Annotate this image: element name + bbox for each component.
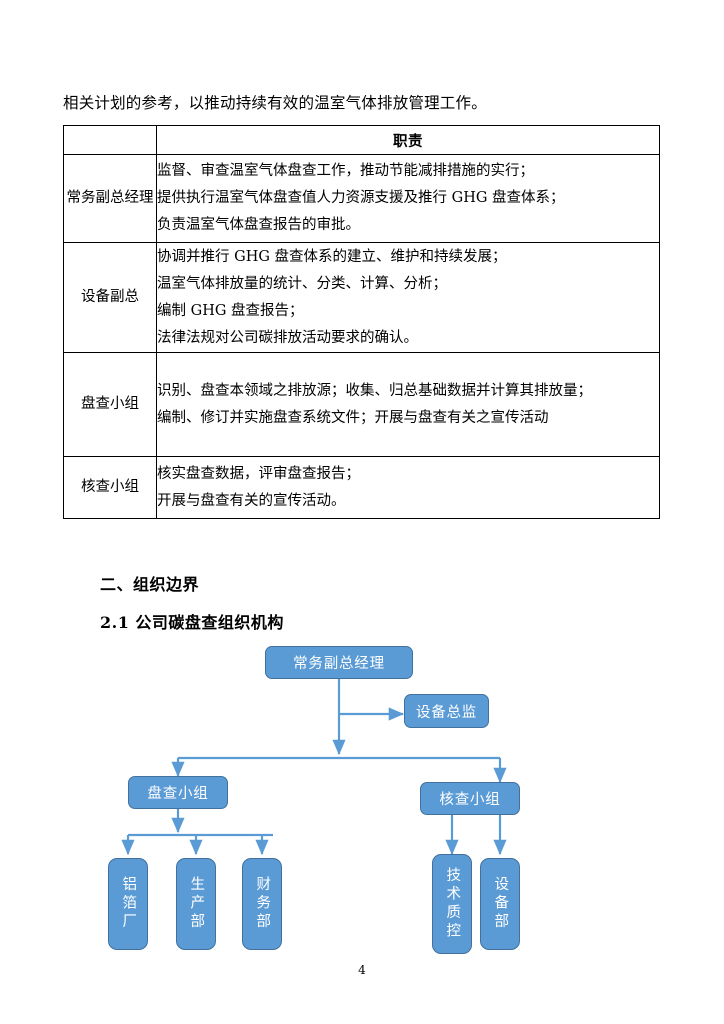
- duty-line: 编制、修订并实施盘查系统文件；开展与盘查有关之宣传活动: [157, 409, 549, 426]
- duty-cell: 协调并推行 GHG 盘查体系的建立、维护和持续发展； 温室气体排放量的统计、分类…: [156, 242, 660, 353]
- table-row: 设备副总 协调并推行 GHG 盘查体系的建立、维护和持续发展； 温室气体排放量的…: [63, 242, 660, 353]
- duty-line: 开展与盘查有关的宣传活动。: [157, 492, 346, 509]
- responsibility-table: 职责 常务副总经理 监督、审查温室气体盘查工作，推动节能减排措施的实行； 提供执…: [63, 125, 660, 519]
- duty-line: 温室气体排放量的统计、分类、计算、分析；: [157, 275, 447, 292]
- table-row: 常务副总经理 监督、审查温室气体盘查工作，推动节能减排措施的实行； 提供执行温室…: [63, 154, 660, 243]
- org-node-label: 常务副总经理: [293, 656, 385, 672]
- org-node-equipment-dept[interactable]: 设备部: [480, 858, 520, 950]
- org-node-deputy-general-manager[interactable]: 常务副总经理: [265, 646, 413, 679]
- duty-line: 核实盘查数据，评审盘查报告；: [157, 465, 360, 482]
- duty-line: 监督、审查温室气体盘查工作，推动节能减排措施的实行；: [157, 163, 534, 179]
- section-heading: 二、组织边界: [100, 575, 200, 594]
- table-header-duty: 职责: [156, 125, 660, 155]
- subsection-heading: 2.1 公司碳盘查组织机构: [100, 613, 284, 632]
- duty-line: 提供执行温室气体盘查值人力资源支援及推行 GHG 盘查体系；: [157, 190, 565, 206]
- intro-paragraph: 相关计划的参考，以推动持续有效的温室气体排放管理工作。: [63, 94, 487, 112]
- org-node-label: 核查小组: [439, 792, 501, 808]
- org-node-label: 设备部: [492, 876, 509, 932]
- org-node-finance-dept[interactable]: 财务部: [242, 858, 282, 950]
- org-node-label: 生产部: [188, 876, 205, 932]
- duty-cell: 识别、盘查本领域之排放源；收集、归总基础数据并计算其排放量； 编制、修订并实施盘…: [156, 352, 660, 457]
- duty-cell: 核实盘查数据，评审盘查报告； 开展与盘查有关的宣传活动。: [156, 456, 660, 519]
- duty-line: 协调并推行 GHG 盘查体系的建立、维护和持续发展；: [157, 248, 507, 265]
- duty-cell: 监督、审查温室气体盘查工作，推动节能减排措施的实行； 提供执行温室气体盘查值人力…: [156, 154, 660, 243]
- duty-line: 负责温室气体盘查报告的审批。: [157, 217, 360, 233]
- org-node-inventory-team[interactable]: 盘查小组: [128, 776, 228, 809]
- org-chart: 常务副总经理 设备总监 盘查小组 核查小组 铝箔厂 生产部 财务部 技术质控 设…: [0, 636, 724, 966]
- role-cell: 常务副总经理: [63, 154, 157, 243]
- duty-line: 法律法规对公司碳排放活动要求的确认。: [157, 329, 418, 346]
- org-node-label: 技术质控: [444, 867, 461, 941]
- table-row: 盘查小组 识别、盘查本领域之排放源；收集、归总基础数据并计算其排放量； 编制、修…: [63, 352, 660, 457]
- table-row: 核查小组 核实盘查数据，评审盘查报告； 开展与盘查有关的宣传活动。: [63, 456, 660, 519]
- org-chart-connectors: [121, 678, 507, 856]
- org-node-production-dept[interactable]: 生产部: [176, 858, 216, 950]
- org-node-label: 盘查小组: [147, 786, 209, 802]
- table-header-blank: [63, 125, 157, 155]
- page-number: 4: [358, 963, 366, 977]
- duty-line: 编制 GHG 盘查报告；: [157, 302, 304, 319]
- org-node-aluminum-foil-plant[interactable]: 铝箔厂: [108, 858, 148, 950]
- role-cell: 设备副总: [63, 242, 157, 353]
- org-node-verification-team[interactable]: 核查小组: [420, 782, 520, 815]
- org-node-label: 铝箔厂: [120, 876, 137, 932]
- org-node-technical-quality-control[interactable]: 技术质控: [432, 854, 472, 954]
- org-node-equipment-director[interactable]: 设备总监: [404, 694, 489, 728]
- table-header-row: 职责: [63, 125, 660, 155]
- duty-line: 识别、盘查本领域之排放源；收集、归总基础数据并计算其排放量；: [157, 382, 592, 399]
- org-node-label: 设备总监: [415, 704, 478, 721]
- role-cell: 盘查小组: [63, 352, 157, 457]
- org-node-label: 财务部: [254, 876, 271, 932]
- role-cell: 核查小组: [63, 456, 157, 519]
